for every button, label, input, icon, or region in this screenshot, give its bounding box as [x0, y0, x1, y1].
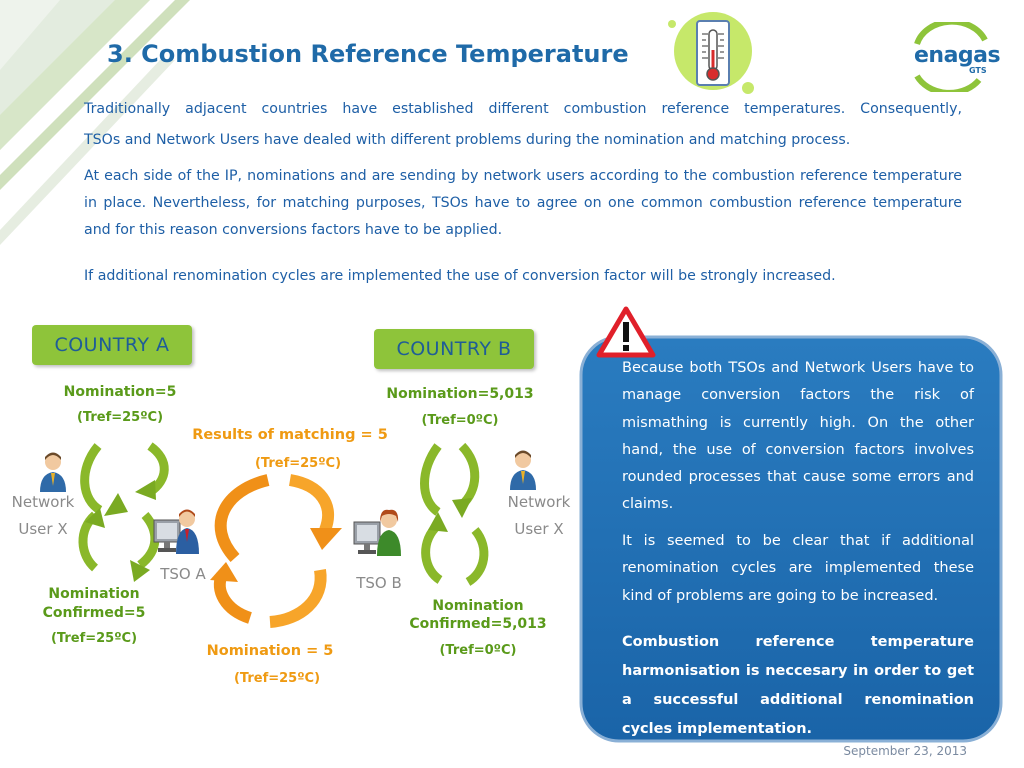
- warning-icon: [596, 306, 656, 358]
- b-network-user-line1: Network: [507, 493, 571, 511]
- a-nomination-label: Nomination=5: [63, 384, 177, 400]
- corner-decoration: [0, 0, 190, 245]
- tso-b-label: TSO B: [356, 574, 402, 592]
- a-confirmed-line1: Nomination: [48, 586, 140, 602]
- tso-a-computer-icon: [153, 509, 199, 554]
- conclusion-panel: [579, 335, 1003, 743]
- renomination-paragraph: If additional renomination cycles are im…: [84, 268, 836, 284]
- tso-b-computer-icon: [353, 509, 401, 556]
- center-tref-label: (Tref=25ºC): [233, 671, 321, 686]
- enagas-logo: enagas GTS: [905, 22, 1001, 92]
- logo-subtext: GTS: [969, 66, 987, 75]
- b-confirmed-tref: (Tref=0ºC): [439, 643, 517, 658]
- b-network-user-line2: User X: [514, 520, 564, 538]
- tso-a-label: TSO A: [160, 565, 206, 583]
- country-b-box: COUNTRY B: [374, 329, 534, 369]
- b-nomination-label: Nomination=5,013: [386, 386, 534, 402]
- b-confirmed-line2: Confirmed=5,013: [409, 616, 547, 632]
- network-user-a-icon: [40, 452, 66, 492]
- a-tref-label: (Tref=25ºC): [76, 410, 164, 425]
- results-tref: (Tref=25ºC): [254, 456, 342, 471]
- ip-paragraph: At each side of the IP, nominations and …: [84, 168, 962, 238]
- a-confirmed-tref: (Tref=25ºC): [50, 631, 138, 646]
- center-nomination-label: Nomination = 5: [206, 643, 334, 659]
- thermometer-icon: [668, 12, 754, 94]
- footer-date: September 23, 2013: [843, 744, 967, 758]
- country-a-box: COUNTRY A: [32, 325, 192, 365]
- panel-paragraph-1: Because both TSOs and Network Users have…: [622, 360, 974, 513]
- panel-paragraph-3: Combustion reference temperature harmoni…: [622, 634, 974, 737]
- b-tref-label: (Tref=0ºC): [421, 413, 499, 428]
- intro-paragraph-line2: TSOs and Network Users have dealed with …: [84, 132, 851, 148]
- b-confirmed-line1: Nomination: [432, 598, 524, 614]
- page-title: 3. Combustion Reference Temperature: [107, 40, 629, 68]
- results-label: Results of matching = 5: [192, 427, 388, 443]
- intro-paragraph-line1: Traditionally adjacent countries have es…: [84, 101, 962, 117]
- a-network-user-line1: Network: [11, 493, 75, 511]
- network-user-b-icon: [510, 450, 536, 490]
- logo-text: enagas: [914, 43, 1001, 68]
- a-confirmed-line2: Confirmed=5: [42, 605, 146, 621]
- panel-paragraph-2: It is seemed to be clear that if additio…: [622, 533, 974, 604]
- a-network-user-line2: User X: [18, 520, 68, 538]
- matching-cycle-diagram: [78, 442, 489, 628]
